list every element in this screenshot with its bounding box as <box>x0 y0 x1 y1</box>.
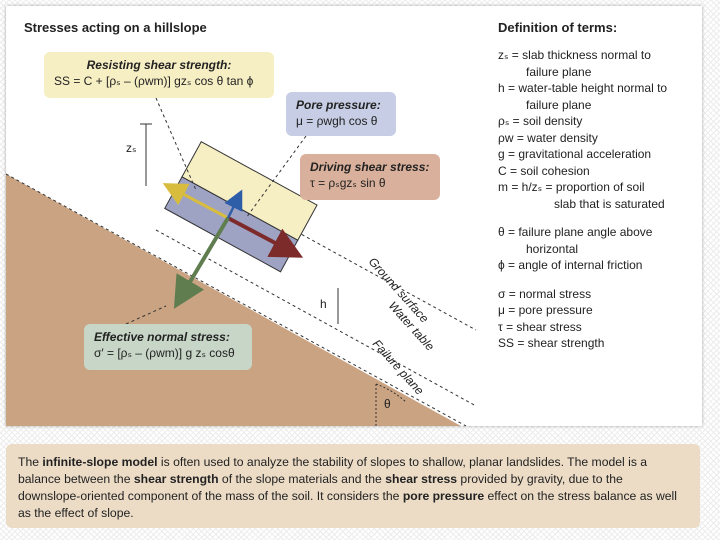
theta-arc <box>375 383 407 403</box>
definition-line: failure plane <box>526 97 592 112</box>
pore-pressure-callout: Pore pressure: μ = ρwgh cos θ <box>286 92 396 136</box>
definition-group: σ = normal stress μ = pore pressure τ = … <box>498 286 698 352</box>
callout-title: Pore pressure: <box>296 98 381 112</box>
definition-line: σ = normal stress <box>498 286 592 301</box>
definition-line: g = gravitational acceleration <box>498 147 652 161</box>
water-table-line <box>155 229 477 407</box>
summary-bold: infinite-slope model <box>42 455 158 469</box>
summary-bold: shear stress <box>385 472 458 486</box>
theta-label: θ <box>384 397 391 411</box>
summary-text: is often used to analyze the stability o… <box>18 455 648 486</box>
definitions-title: Definition of terms: <box>498 20 618 35</box>
definition-line: θ = failure plane angle above <box>498 225 653 239</box>
summary-text: of the slope materials and the <box>218 472 386 486</box>
callout-title: Driving shear stress: <box>310 160 430 174</box>
definition-group: zₛ = slab thickness normal to failure pl… <box>498 47 698 212</box>
summary-bold: pore pressure <box>402 489 485 503</box>
normal-arrow <box>173 216 230 309</box>
driving-shear-callout: Driving shear stress: τ = ρₛgzₛ sin θ <box>300 154 440 200</box>
definition-line: ρw = water density <box>498 130 598 145</box>
callout-title: Resisting shear strength: <box>86 58 232 72</box>
callout-formula: SS = C + [ρₛ – (ρwm)] gzₛ cos θ tan ϕ <box>54 74 254 88</box>
driving-arrow <box>227 216 304 258</box>
callout-formula: μ = ρwgh cos θ <box>296 114 378 128</box>
definition-line: C = soil cohesion <box>498 163 590 178</box>
figure-panel: zₛ h θ Ground surface Water table Failur… <box>6 6 702 426</box>
definition-line: zₛ = slab thickness normal to <box>498 48 651 62</box>
summary-bold: shear strength <box>133 472 219 486</box>
summary-text: effect on the stress balance as well as … <box>18 489 677 520</box>
resist-leader <box>155 97 197 191</box>
definition-line: ϕ = angle of internal friction <box>498 258 643 272</box>
summary-text: provided by gravity, due to the downslop… <box>18 472 623 503</box>
definition-line: m = h/zₛ = proportion of soil <box>498 180 645 194</box>
definition-line: μ = pore pressure <box>498 303 593 317</box>
diagram-title: Stresses acting on a hillslope <box>24 20 207 35</box>
zs-label: zₛ <box>126 141 136 155</box>
callout-title: Effective normal stress: <box>94 330 230 344</box>
callout-formula: σ′ = [ρₛ – (ρwm)] g zₛ cosθ <box>94 346 235 360</box>
definitions-panel: Definition of terms: zₛ = slab thickness… <box>498 20 698 364</box>
definition-line: h = water-table height normal to <box>498 81 668 95</box>
pore-leader <box>245 135 307 219</box>
definition-line: τ = shear stress <box>498 319 582 334</box>
summary-caption: The infinite-slope model is often used t… <box>6 444 700 528</box>
definition-line: SS = shear strength <box>498 336 605 350</box>
callout-formula: τ = ρₛgzₛ sin θ <box>310 176 386 190</box>
h-label: h <box>320 297 327 311</box>
definition-line: horizontal <box>526 241 579 256</box>
effective-normal-callout: Effective normal stress: σ′ = [ρₛ – (ρwm… <box>84 324 252 370</box>
pore-arrow <box>224 189 243 219</box>
resisting-arrow <box>162 183 229 220</box>
summary-text: The <box>18 455 43 469</box>
definition-line: slab that is saturated <box>554 196 665 211</box>
definition-group: θ = failure plane angle above horizontal… <box>498 224 698 274</box>
normal-leader <box>125 305 167 325</box>
definition-line: failure plane <box>526 64 592 79</box>
definition-line: ρₛ = soil density <box>498 114 583 128</box>
resisting-shear-callout: Resisting shear strength: SS = C + [ρₛ –… <box>44 52 274 98</box>
